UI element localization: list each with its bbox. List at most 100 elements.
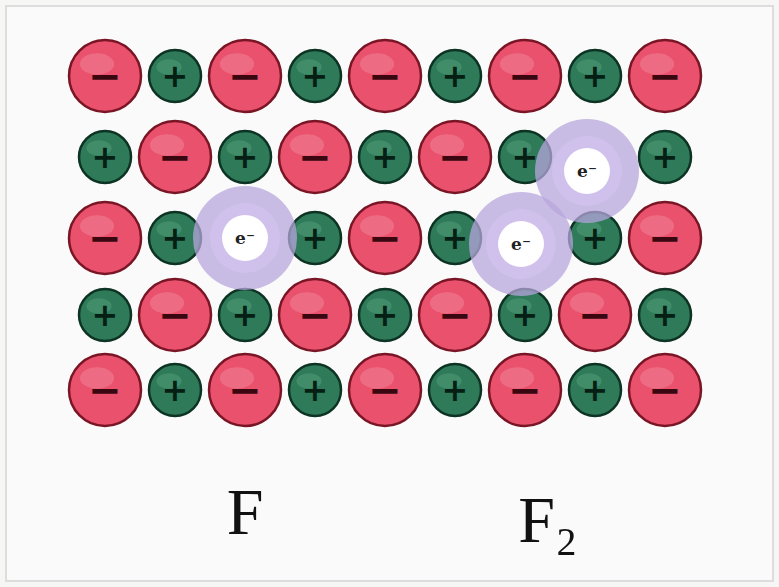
electron-core [222,215,268,261]
anion-circle: − [207,38,283,114]
anion-fill [349,40,421,112]
defect-label: F₂ [518,487,578,553]
anion-fill [139,121,211,193]
electron-cloud-inner [486,209,556,279]
anion-circle: − [137,119,213,195]
charge-sign: + [512,299,539,331]
anion-circle: − [347,200,423,276]
charge-sign: − [438,295,472,335]
anion-fill [209,40,281,112]
charge-sign: + [92,299,119,331]
charge-sign: − [578,295,612,335]
electron-symbol: e⁻ [235,230,255,247]
anion-circle: − [277,277,353,353]
anion-fill [279,121,351,193]
anion-circle: − [347,38,423,114]
anion-fill [419,121,491,193]
charge-sign: + [442,222,469,254]
charge-sign: − [368,56,402,96]
cation-fill [639,289,691,341]
charge-sign: − [228,370,262,410]
anion-circle: − [417,119,493,195]
anion-fill [489,40,561,112]
anion-fill [69,354,141,426]
charge-sign: − [508,56,542,96]
charge-sign: + [652,141,679,173]
charge-sign: + [302,60,329,92]
trapped-electron: e⁻ [192,185,298,291]
charge-sign: + [512,141,539,173]
charge-sign: + [92,141,119,173]
anion-circle: − [207,352,283,428]
charge-sign: − [88,218,122,258]
anion-fill [629,202,701,274]
electron-symbol: e⁻ [577,163,597,180]
cation-circle: + [567,48,623,104]
cation-fill [639,131,691,183]
anion-fill [419,279,491,351]
charge-sign: + [372,141,399,173]
charge-sign: − [298,295,332,335]
electron-cloud [469,192,573,296]
charge-sign: + [652,299,679,331]
anion-circle: − [487,352,563,428]
cation-circle: + [637,287,693,343]
electron-cloud-inner [210,203,280,273]
anion-circle: − [67,352,143,428]
charge-sign: + [232,141,259,173]
cation-fill [499,289,551,341]
cation-fill [79,131,131,183]
cation-circle: + [427,48,483,104]
cation-circle: + [77,287,133,343]
charge-sign: − [88,370,122,410]
cation-fill [429,50,481,102]
anion-circle: − [347,352,423,428]
cation-fill [569,364,621,416]
anion-fill [489,354,561,426]
electron-core [498,221,544,267]
panel [6,6,773,581]
cation-fill [219,131,271,183]
charge-sign: − [648,370,682,410]
anion-circle: − [487,38,563,114]
charge-sign: + [232,299,259,331]
cation-circle: + [77,129,133,185]
charge-sign: + [162,60,189,92]
cation-circle: + [287,48,343,104]
charge-sign: − [88,56,122,96]
cation-fill [149,50,201,102]
charge-sign: + [582,60,609,92]
anion-fill [69,202,141,274]
anion-circle: − [627,352,703,428]
charge-sign: + [442,374,469,406]
electron-cloud-inner [552,136,622,206]
anion-circle: − [417,277,493,353]
cation-circle: + [217,129,273,185]
charge-sign: + [582,374,609,406]
charge-sign: − [368,218,402,258]
cation-fill [79,289,131,341]
cation-fill [359,289,411,341]
charge-sign: + [162,222,189,254]
charge-sign: + [442,60,469,92]
charge-sign: + [582,222,609,254]
anion-fill [559,279,631,351]
anion-fill [279,279,351,351]
cation-circle: + [357,287,413,343]
cation-fill [289,212,341,264]
charge-sign: − [648,218,682,258]
cation-fill [359,131,411,183]
anion-fill [349,202,421,274]
anion-circle: − [557,277,633,353]
electron-cloud [193,186,297,290]
anion-fill [349,354,421,426]
cation-circle: + [427,362,483,418]
cation-fill [289,364,341,416]
cation-fill [569,50,621,102]
anion-circle: − [67,200,143,276]
cation-circle: + [217,287,273,343]
charge-sign: − [298,137,332,177]
charge-sign: − [648,56,682,96]
cation-fill [289,50,341,102]
cation-circle: + [567,362,623,418]
